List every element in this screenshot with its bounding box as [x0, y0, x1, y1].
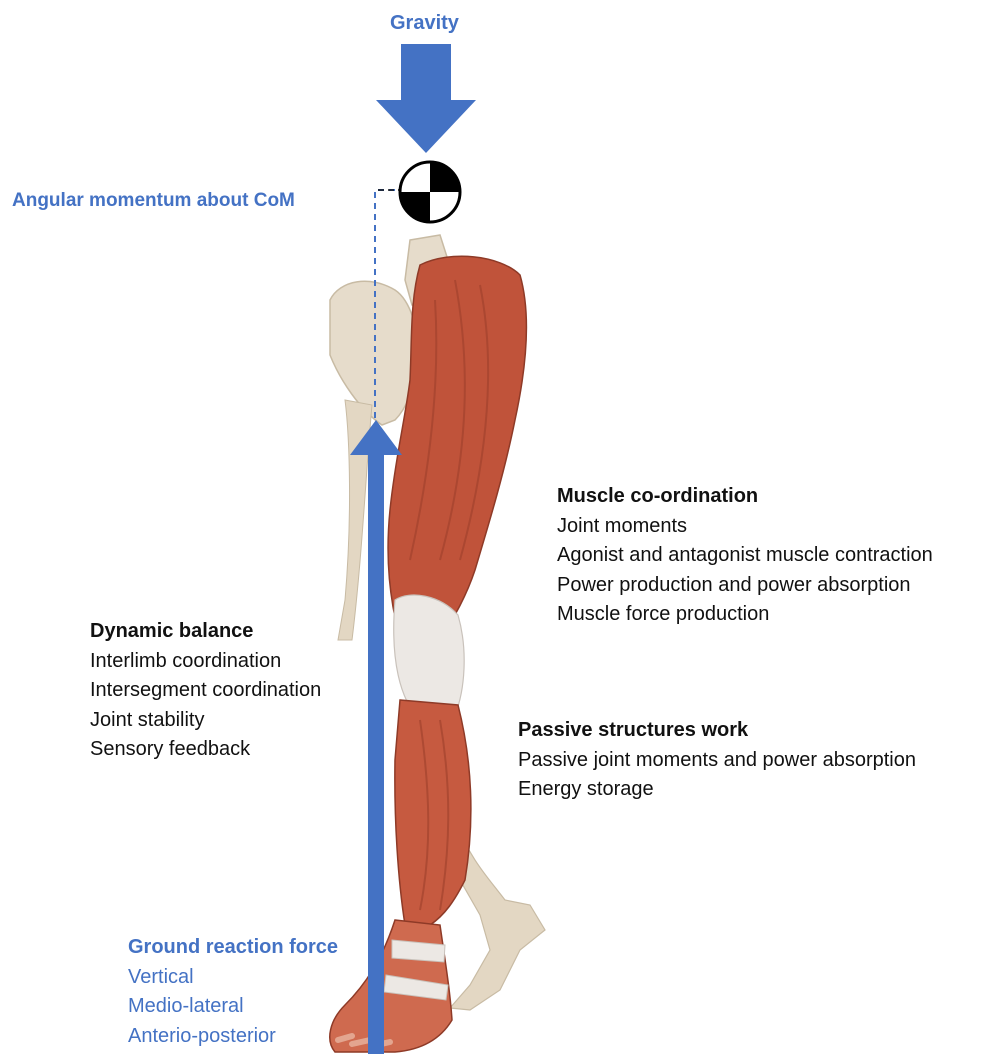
- passive-structures-heading: Passive structures work: [518, 716, 916, 746]
- passive-structures-block: Passive structures work Passive joint mo…: [518, 716, 916, 805]
- muscle-item: Joint moments: [557, 512, 933, 542]
- gravity-arrow: [376, 44, 476, 153]
- dynamic-item: Intersegment coordination: [90, 676, 321, 706]
- passive-item: Passive joint moments and power absorpti…: [518, 746, 916, 776]
- muscle-item: Agonist and antagonist muscle contractio…: [557, 541, 933, 571]
- ground-reaction-force-heading: Ground reaction force: [128, 933, 338, 963]
- muscle-coordination-block: Muscle co-ordination Joint moments Agoni…: [557, 482, 933, 630]
- gravity-label: Gravity: [390, 12, 459, 35]
- leg-anatomy-illustration: [330, 235, 545, 1052]
- passive-item: Energy storage: [518, 775, 916, 805]
- angular-momentum-label: Angular momentum about CoM: [12, 190, 295, 212]
- muscle-coordination-heading: Muscle co-ordination: [557, 482, 933, 512]
- muscle-item: Power production and power absorption: [557, 571, 933, 601]
- dynamic-balance-heading: Dynamic balance: [90, 617, 321, 647]
- ground-reaction-force-block: Ground reaction force Vertical Medio-lat…: [128, 933, 338, 1051]
- dynamic-item: Interlimb coordination: [90, 647, 321, 677]
- dynamic-item: Joint stability: [90, 706, 321, 736]
- shin-muscles: [395, 700, 471, 925]
- dynamic-balance-block: Dynamic balance Interlimb coordination I…: [90, 617, 321, 765]
- muscle-item: Muscle force production: [557, 600, 933, 630]
- grf-item: Vertical: [128, 963, 338, 993]
- grf-item: Medio-lateral: [128, 992, 338, 1022]
- grf-item: Anterio-posterior: [128, 1022, 338, 1052]
- center-of-mass-symbol: [400, 162, 460, 222]
- dynamic-item: Sensory feedback: [90, 735, 321, 765]
